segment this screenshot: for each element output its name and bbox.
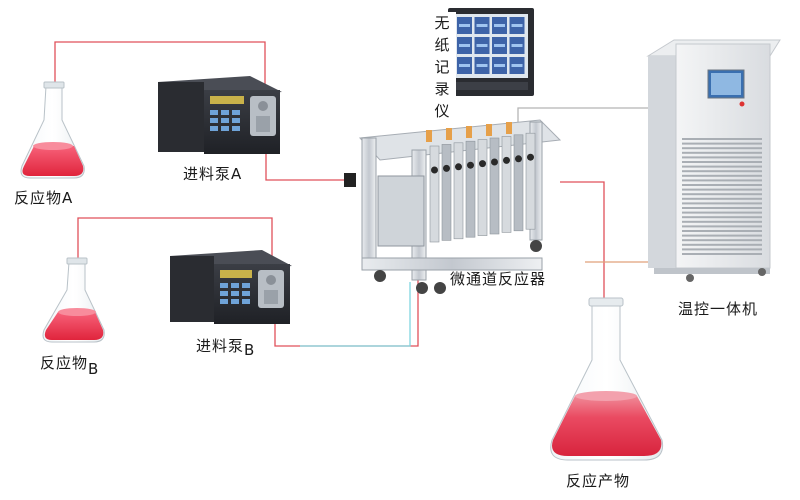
label-pump-a: 进料泵A (183, 165, 243, 183)
line-pump-b-to-reactor (274, 280, 419, 347)
flask-b-liquid (44, 312, 104, 340)
connection-lines (54, 41, 660, 347)
reactor-plate (441, 144, 452, 241)
recorder-panel-readout (476, 44, 488, 47)
reactor-valve-knob (443, 164, 450, 172)
reactor-plate (429, 145, 440, 243)
label-pump-b-main: 进料泵 (196, 337, 245, 355)
recorder-char: 录 (434, 80, 450, 98)
chiller-vent-slat (682, 147, 762, 150)
chiller-vent-slat (682, 239, 762, 242)
line-reactor-to-product (560, 181, 605, 305)
temperature-control-unit (646, 39, 781, 282)
recorder-panel-readout (511, 64, 523, 67)
flask-a-liquid (22, 146, 84, 176)
label-reactor: 微通道反应器 (450, 270, 547, 288)
chiller-vent-slat (682, 138, 762, 140)
reactor-valve-knob (515, 155, 522, 163)
recorder-panel-readout (494, 64, 505, 67)
reactor-plate (525, 132, 536, 230)
chiller-vent-slat (682, 230, 762, 232)
chiller-vent-slat (682, 220, 762, 223)
label-product: 反应产物 (566, 472, 631, 490)
recorder-char: 无 (434, 14, 450, 32)
recorder-panel-readout (511, 24, 523, 27)
recorder-panel-readout (494, 44, 505, 47)
chiller-vent-slat (682, 234, 762, 237)
chiller-vent-slat (682, 142, 762, 145)
chiller-vent-slat (682, 207, 762, 209)
product-liquid (552, 396, 662, 456)
line-cyan-feed (300, 282, 411, 347)
flask-product (550, 297, 664, 461)
chiller-vent-slat (682, 161, 762, 163)
chiller-vents (682, 138, 762, 255)
recorder-panel-readout (494, 24, 505, 27)
line-flask-a-to-pump-a (54, 41, 266, 88)
chiller-vent-slat (682, 174, 762, 177)
flask-reactant-a (20, 81, 85, 179)
recorder-char: 记 (434, 58, 450, 76)
paperless-recorder (448, 8, 534, 96)
reactor-valve-knob (455, 163, 462, 171)
microchannel-reactor (344, 119, 562, 294)
chiller-vent-slat (682, 193, 762, 196)
chiller-vent-slat (682, 225, 762, 228)
reactor-valve-knob (479, 160, 486, 168)
chiller-vent-slat (682, 151, 762, 154)
chiller-vent-slat (682, 184, 762, 186)
line-flask-b-to-pump-b (77, 217, 273, 262)
chiller-vent-slat (682, 170, 762, 173)
label-reactant-b-main: 反应物 (40, 354, 89, 372)
recorder-char: 纸 (434, 36, 450, 54)
reactor-plate (453, 142, 464, 240)
label-pump-b-sub: B (244, 341, 256, 359)
feed-pump-b (170, 250, 292, 324)
label-reactant-b-sub: B (88, 360, 100, 378)
label-paperless-recorder: 无 纸 记 录 仪 (428, 12, 456, 122)
recorder-panel-readout (476, 64, 488, 67)
reactor-valve-knob (503, 156, 510, 164)
reactor-plates (429, 132, 536, 243)
recorder-char: 仪 (434, 102, 450, 120)
recorder-panel-readout (511, 44, 523, 47)
recorder-panel-readout (459, 64, 470, 67)
reactor-valve-knob (431, 166, 438, 174)
recorder-panel-readout (459, 24, 470, 27)
reactor-valve-knob (491, 158, 498, 166)
chiller-vent-slat (682, 179, 762, 182)
flask-reactant-b (42, 257, 105, 343)
reactor-plate (513, 134, 524, 232)
reactor-plate (477, 139, 488, 236)
label-reactant-b: 反应物B (40, 352, 99, 378)
chiller-vent-slat (682, 165, 762, 168)
label-reactant-a: 反应物A (14, 189, 74, 207)
chiller-vent-slat (682, 156, 762, 159)
reactor-valve-knob (467, 161, 474, 169)
reactor-plate (501, 136, 512, 233)
recorder-panel-readout (459, 44, 470, 47)
chiller-vent-slat (682, 243, 762, 246)
recorder-panel-readout (476, 24, 488, 27)
chiller-vent-slat (682, 216, 762, 219)
chiller-vent-slat (682, 248, 762, 251)
chiller-vent-slat (682, 197, 762, 200)
reactor-valve-knob (527, 153, 534, 161)
chiller-vent-slat (682, 202, 762, 205)
chiller-vent-slat (682, 211, 762, 214)
reactor-plate (465, 140, 476, 238)
feed-pump-a (158, 76, 282, 154)
label-pump-b: 进料泵B (196, 335, 256, 359)
chiller-vent-slat (682, 253, 762, 255)
label-chiller: 温控一体机 (678, 300, 759, 318)
chiller-vent-slat (682, 188, 762, 191)
reactor-plate (489, 137, 500, 235)
recorder-screen (457, 17, 525, 74)
